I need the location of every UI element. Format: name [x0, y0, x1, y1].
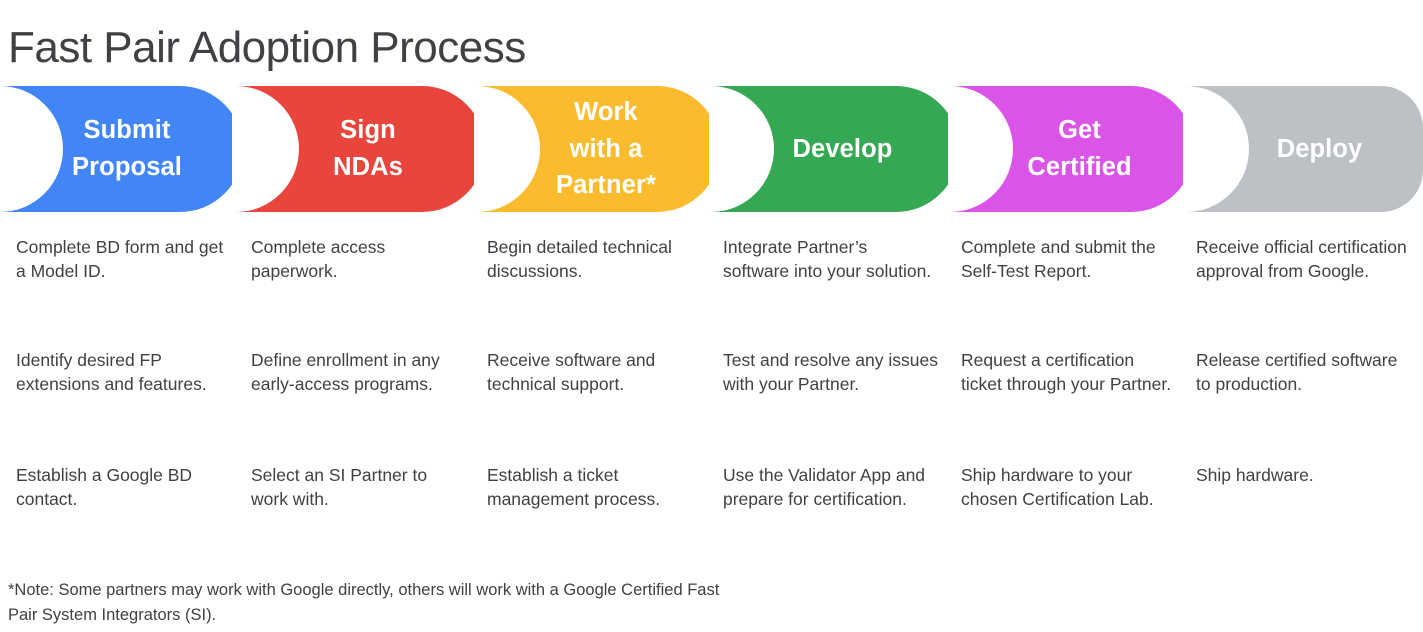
stage-label: Sign NDAs: [333, 116, 403, 181]
chevron-shape-icon: [950, 86, 1183, 212]
chevron-path: [1186, 86, 1423, 212]
chevron-shape-icon: [711, 86, 948, 212]
stage-banner-get-certified[interactable]: Get Certified: [950, 86, 1183, 212]
detail-item: Request a certification ticket through y…: [961, 350, 1172, 394]
chevron-path: [477, 86, 709, 212]
detail-column-work-with-a-partner: Begin detailed technical discussions. Re…: [487, 236, 702, 511]
detail-item: Begin detailed technical discussions.: [487, 237, 672, 281]
chevron-shape-icon: [0, 86, 232, 212]
detail-item: Release certified software to production…: [1196, 350, 1398, 394]
stage-banner-submit-proposal[interactable]: Submit Proposal: [0, 86, 232, 212]
detail-item: Select an SI Partner to work with.: [251, 465, 428, 509]
page-title: Fast Pair Adoption Process: [8, 23, 526, 73]
detail-column-develop: Integrate Partner’s software into your s…: [723, 236, 938, 511]
stage-label: Get Certified: [1027, 116, 1132, 181]
detail-item: Use the Validator App and prepare for ce…: [723, 465, 926, 509]
detail-item: Identify desired FP extensions and featu…: [16, 350, 207, 394]
detail-item: Ship hardware to your chosen Certificati…: [961, 465, 1154, 509]
detail-item: Establish a ticket management process.: [487, 465, 661, 509]
detail-column-get-certified: Complete and submit the Self-Test Report…: [961, 236, 1176, 511]
stage-detail-columns: Complete BD form and get a Model ID. Ide…: [0, 236, 1423, 556]
chevron-shape-icon: [236, 86, 474, 212]
chevron-path: [236, 86, 474, 212]
detail-item: Complete BD form and get a Model ID.: [16, 237, 224, 281]
chevron-shape-icon: [477, 86, 709, 212]
stage-banner-work-with-a-partner[interactable]: Work with a Partner*: [477, 86, 709, 212]
rounded-end-shape-icon: [1186, 86, 1423, 212]
detail-column-deploy: Receive official certification approval …: [1196, 236, 1411, 488]
stage-label: Submit Proposal: [72, 116, 182, 181]
detail-item: Complete and submit the Self-Test Report…: [961, 237, 1156, 281]
chevron-path: [950, 86, 1183, 212]
detail-item: Define enrollment in any early-access pr…: [251, 350, 440, 394]
chevron-path: [0, 86, 232, 212]
process-stage-row: Submit Proposal Sign NDAs Work with a Pa…: [0, 86, 1423, 212]
stage-label: Deploy: [1276, 134, 1363, 163]
stage-banner-deploy[interactable]: Deploy: [1186, 86, 1423, 212]
footnote-text: *Note: Some partners may work with Googl…: [8, 581, 720, 624]
stage-label: Develop: [792, 134, 893, 163]
detail-item: Establish a Google BD contact.: [16, 465, 193, 509]
detail-item: Test and resolve any issues with your Pa…: [723, 350, 938, 394]
detail-item: Complete access paperwork.: [251, 237, 386, 281]
detail-item: Ship hardware.: [1196, 465, 1314, 485]
stage-banner-sign-ndas[interactable]: Sign NDAs: [236, 86, 474, 212]
detail-item: Integrate Partner’s software into your s…: [723, 237, 932, 281]
detail-item: Receive official certification approval …: [1196, 237, 1407, 281]
detail-column-sign-ndas: Complete access paperwork. Define enroll…: [251, 236, 466, 511]
chevron-path: [711, 86, 948, 212]
stage-label: Work with a Partner*: [555, 97, 656, 200]
detail-column-submit-proposal: Complete BD form and get a Model ID. Ide…: [16, 236, 231, 511]
detail-item: Receive software and technical support.: [487, 350, 656, 394]
stage-banner-develop[interactable]: Develop: [711, 86, 948, 212]
